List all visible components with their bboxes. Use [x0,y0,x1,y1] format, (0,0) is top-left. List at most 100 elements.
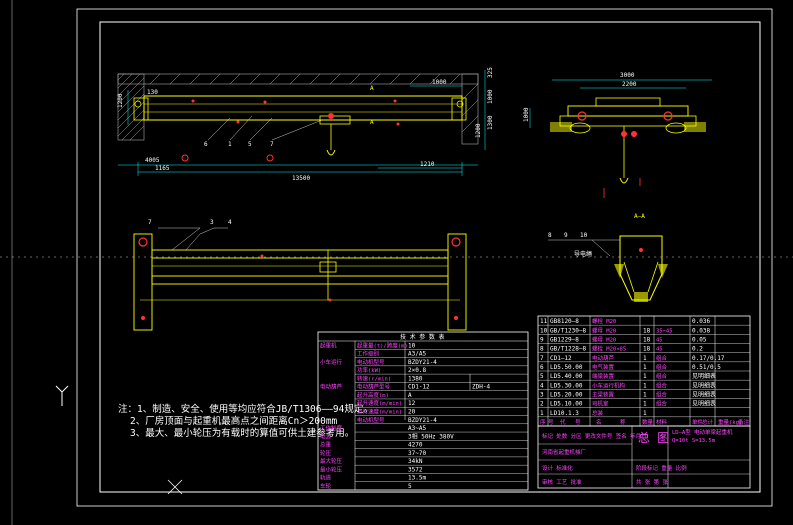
section-label-9: 9 [564,232,568,239]
bom-qty-cell: 1 [643,364,647,371]
params-value-cell: 13.5m [408,475,426,482]
note-line-1: 注：1、制造、安全、使用等均应符合JB/T1306——94规定。 [118,403,373,415]
plan-girder-top [151,249,449,259]
params-value-cell: A3/A5 [408,351,426,358]
params-value-cell: 5 [408,483,412,490]
bom-material-cell: 组合 [656,354,668,362]
dim-right-v1: 325 [487,67,494,78]
wall-hatch [117,73,145,141]
pos-label-6: 6 [204,141,208,148]
params-group-cell: 最大轮压 [320,457,343,465]
title-left-line-3: 审核 工艺 批准 [542,478,582,486]
outer-sheet-border [76,8,773,507]
bom-name-cell: 螺母 M20 [592,336,616,344]
bom-material-cell: 45 [656,347,663,353]
params-item-cell: 转速(r/min) [357,374,391,382]
bom-qty-cell: 1 [643,382,647,389]
params-item-cell: 起升速度(m/min) [357,399,402,407]
bom-qty-cell: 1 [643,373,647,380]
params-item-cell: 功率(kW) [357,366,381,374]
dim-left-ab: 4005 [145,157,160,164]
dim-right-v3: 1300 [487,115,494,130]
bom-weight-cell: 0.17/0.17 [692,355,725,362]
plan-label-4: 4 [228,219,232,226]
params-value-cell: 2×0.8 [408,367,426,374]
dim-right-v2: 1000 [487,89,494,104]
bom-no-cell: 2 [540,401,544,408]
params-group-cell: 最小轮压 [320,465,343,473]
plan-label-7: 7 [148,219,152,226]
params-item-cell: 工作级别 [357,350,379,358]
bom-qty-cell: 1 [643,355,647,362]
title-stage: 阶段标记 重量 比例 [636,464,687,472]
roof-hatch [149,73,461,85]
bom-name-cell: 螺栓 M20×85 [592,345,626,353]
bom-material-cell: 组合 [656,372,668,380]
params-group-cell: 总重 [320,441,332,449]
end-carriage-right [451,97,467,121]
dim-side-2200: 2200 [622,81,637,88]
bom-code-cell: GB8120—8 [550,318,579,325]
params-value-cell: 12 [408,400,416,407]
params-value-cell: A3~A5 [408,425,426,432]
bom-material-cell: 组合 [656,381,668,389]
params-group-cell: 电动葫芦 [320,383,343,391]
params-value-cell: BZDY21-4 [408,359,437,366]
dim-left-v: 1200 [117,93,124,108]
section-a-a-view: A—A 8 9 10 导电绳 [548,213,668,302]
bom-header-cell: 重量(kg) [718,418,742,426]
bom-code-cell: GB1229—8 [550,337,579,344]
bom-no-cell: 3 [540,392,544,399]
bom-code-cell: LD5.50.00 [550,364,583,371]
plan-hoist [319,261,337,273]
product-name: LD—A型 电动单梁起重机 [672,428,733,436]
params-group-cell: 轨道 [320,474,332,482]
dim-left-top: 130 [147,89,158,96]
params-item-cell: 电动机型号 [357,358,385,366]
section-a-a-label: A—A [634,213,645,220]
ucs-axis-icon [55,385,69,406]
dim-right-1210: 1210 [420,161,435,168]
right-wall-hatch [461,83,479,133]
params-item-cell: 起升高度(m) [357,391,389,399]
bom-header-cell: 数量 [642,418,654,426]
bom-qty-cell: 18 [643,327,651,334]
params-group-cell: 电源 [320,432,332,440]
bom-code-cell: CD1—12 [550,355,572,362]
params-value-cell: 37~70 [408,450,426,457]
bom-name-cell: 端梁装置 [592,372,615,380]
params-group-cell: 轮压 [320,449,332,457]
bom-header-cell: 序 [540,418,546,426]
bom-header-cell: 称 [620,418,626,426]
bom-no-cell: 4 [540,382,544,389]
front-elevation-view: 13500 130 1000 1210 4005 1165 1200 325 1… [117,67,494,182]
params-value-cell: 20 [408,409,416,416]
params-value-cell: BZDY21-4 [408,417,437,424]
bom-weight-cell: 0.51/0.5 [692,364,721,371]
params-value-cell: 10 [408,342,416,349]
bom-no-cell: 1 [540,410,544,417]
bom-qty-cell: 1 [643,392,647,399]
bom-header-cell: 总计 [702,418,714,426]
bom-material-cell: 35~45 [656,328,673,334]
bom-no-cell: 11 [540,318,548,325]
bom-no-cell: 6 [540,364,544,371]
hook-icon [326,149,336,156]
note-line-2: 2、厂房顶面与起重机最高点之间距离Cn＞200mm [130,415,338,427]
dim-right-v4: 1200 [475,123,482,138]
bom-qty-cell: 18 [643,346,651,353]
section-label-10: 10 [580,232,588,239]
bom-qty-cell: 1 [643,410,647,417]
bom-name-cell: 小车运行机构 [592,381,626,389]
bom-header-cell: 单件 [692,418,704,426]
bom-name-cell: 螺母 M20 [592,326,616,334]
bom-code-cell: LD5.20.00 [550,392,583,399]
dim-total-span: 13500 [292,175,310,182]
bom-code-cell: LD5.40.00 [550,373,583,380]
dim-top-1000: 1000 [432,79,447,86]
bom-name-cell: 司机室 [592,400,609,408]
pos-label-5: 5 [248,141,252,148]
